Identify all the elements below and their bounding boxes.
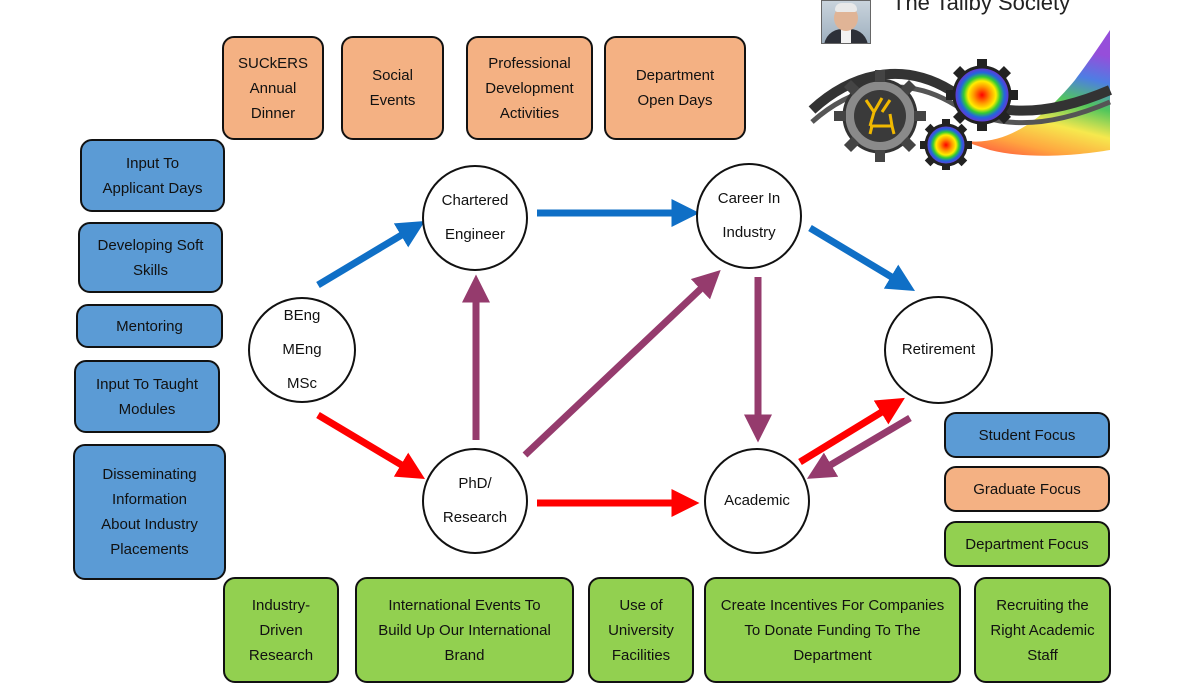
arrow-retirement-to-academic — [806, 414, 912, 479]
arrow-career-to-retirement — [808, 224, 916, 292]
student-box-applicant-days: Input To Applicant Days — [80, 139, 225, 212]
student-box-industry-placements: Disseminating Information About Industry… — [73, 444, 226, 580]
arrow-degree-to-chartered — [316, 221, 426, 289]
legend-department-focus: Department Focus — [944, 521, 1110, 567]
arrow-degree-to-phd — [316, 411, 426, 479]
node-career-in-industry: Career In Industry — [696, 163, 802, 269]
student-box-soft-skills: Developing Soft Skills — [78, 222, 223, 293]
department-box-industry-research: Industry- Driven Research — [223, 577, 339, 683]
arrow-phd-to-career — [522, 269, 721, 458]
node-chartered-engineer: Chartered Engineer — [422, 165, 528, 271]
graduate-box-open-days: Department Open Days — [604, 36, 746, 140]
society-title: The Tallby Society — [892, 0, 1071, 15]
founder-portrait — [821, 0, 871, 44]
graduate-box-professional-development: Professional Development Activities — [466, 36, 593, 140]
node-academic: Academic — [704, 448, 810, 554]
legend-graduate-focus: Graduate Focus — [944, 466, 1110, 512]
student-box-mentoring: Mentoring — [76, 304, 223, 348]
department-box-funding-incentives: Create Incentives For Companies To Donat… — [704, 577, 961, 683]
node-phd-research: PhD/ Research — [422, 448, 528, 554]
department-box-university-facilities: Use of University Facilities — [588, 577, 694, 683]
stag-emblem-gear-icon — [808, 30, 1112, 170]
legend-student-focus: Student Focus — [944, 412, 1110, 458]
graduate-box-social-events: Social Events — [341, 36, 444, 140]
graduate-box-annual-dinner: SUCkERS Annual Dinner — [222, 36, 324, 140]
node-retirement: Retirement — [884, 296, 993, 404]
node-degree: BEng MEng MSc — [248, 297, 356, 403]
department-box-international-events: International Events To Build Up Our Int… — [355, 577, 574, 683]
student-box-taught-modules: Input To Taught Modules — [74, 360, 220, 433]
department-box-recruiting-staff: Recruiting the Right Academic Staff — [974, 577, 1111, 683]
